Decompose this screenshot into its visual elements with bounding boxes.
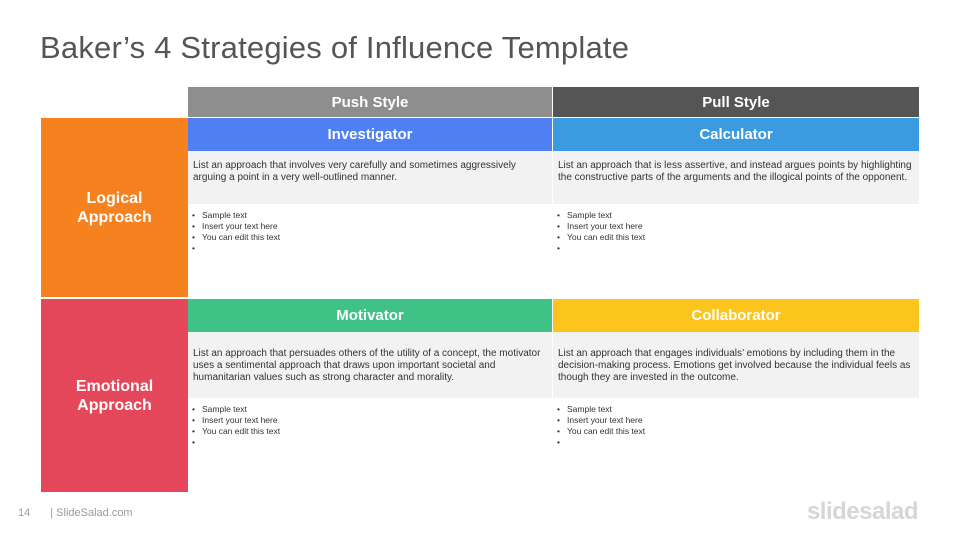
list-item <box>192 437 552 448</box>
list-item: You can edit this text <box>557 232 919 243</box>
investigator-header: Investigator <box>188 118 552 151</box>
emotional-approach-line1: Emotional <box>75 377 154 395</box>
list-item <box>192 243 552 254</box>
list-item <box>557 243 919 254</box>
collaborator-description: List an approach that engages individual… <box>553 332 919 398</box>
motivator-header: Motivator <box>188 299 552 332</box>
motivator-bullets: Sample text Insert your text here You ca… <box>188 399 552 489</box>
calculator-description: List an approach that is less assertive,… <box>553 151 919 204</box>
pull-style-label: Pull Style <box>702 93 770 111</box>
list-item: Insert your text here <box>557 415 919 426</box>
emotional-approach-header: Emotional Approach <box>41 299 188 492</box>
page-number: 14 <box>18 507 31 519</box>
list-item: Sample text <box>192 404 552 415</box>
calculator-header: Calculator <box>553 118 919 151</box>
list-item: You can edit this text <box>557 426 919 437</box>
list-item: Insert your text here <box>557 221 919 232</box>
motivator-description: List an approach that persuades others o… <box>188 332 552 398</box>
calculator-bullets: Sample text Insert your text here You ca… <box>553 205 919 295</box>
emotional-approach-line2: Approach <box>77 396 152 414</box>
collaborator-label: Collaborator <box>691 307 781 324</box>
list-item: Sample text <box>557 210 919 221</box>
push-style-header: Push Style <box>188 87 552 117</box>
list-item: You can edit this text <box>192 426 552 437</box>
logical-approach-header: Logical Approach <box>41 118 188 297</box>
list-item <box>557 437 919 448</box>
list-item: Sample text <box>192 210 552 221</box>
footer: 14 | SlideSalad.com <box>18 507 133 519</box>
list-item: Insert your text here <box>192 221 552 232</box>
slide-title: Baker’s 4 Strategies of Influence Templa… <box>40 30 630 65</box>
logical-approach-line1: Logical <box>86 189 143 207</box>
list-item: Sample text <box>557 404 919 415</box>
logical-approach-line2: Approach <box>77 208 152 226</box>
list-item: You can edit this text <box>192 232 552 243</box>
push-style-label: Push Style <box>331 93 409 111</box>
investigator-label: Investigator <box>327 126 413 143</box>
brand-logo: slidesalad <box>806 498 919 525</box>
investigator-description: List an approach that involves very care… <box>188 151 552 204</box>
investigator-bullets: Sample text Insert your text here You ca… <box>188 205 552 295</box>
calculator-label: Calculator <box>699 126 773 143</box>
collaborator-header: Collaborator <box>553 299 919 332</box>
pull-style-header: Pull Style <box>553 87 919 117</box>
motivator-label: Motivator <box>336 307 404 324</box>
collaborator-bullets: Sample text Insert your text here You ca… <box>553 399 919 489</box>
list-item: Insert your text here <box>192 415 552 426</box>
footer-site: | SlideSalad.com <box>50 507 133 519</box>
